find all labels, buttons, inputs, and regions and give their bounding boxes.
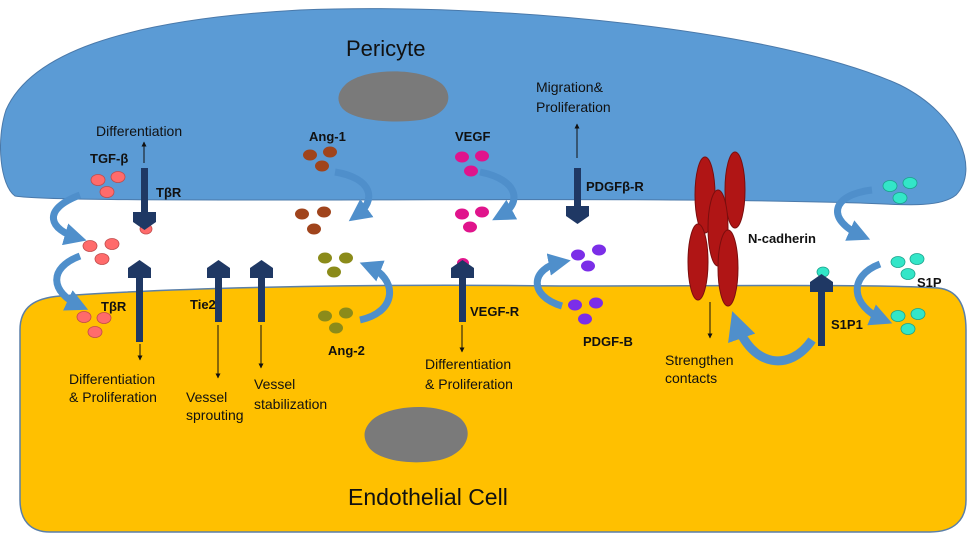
- s1p1-ncadherin-arrow: [728, 311, 816, 366]
- outcome-diff-prolif-mid-1: Differentiation: [425, 356, 512, 372]
- outcome-migration-2: Proliferation: [536, 99, 611, 115]
- pdgf-b-molecules: [568, 210, 606, 325]
- signal-arrows: [137, 123, 713, 379]
- label-ang1: Ang-1: [309, 129, 346, 144]
- outcome-sprouting-1: Vessel: [186, 389, 228, 405]
- tgf-arrow-in: [53, 252, 89, 311]
- receptors: [128, 168, 833, 346]
- pericyte-title: Pericyte: [346, 36, 426, 61]
- label-vegf-r: VEGF-R: [470, 304, 520, 319]
- outcome-differentiation: Differentiation: [96, 123, 183, 139]
- pdgf-arrow: [533, 253, 571, 310]
- label-pdgf-b: PDGF-B: [583, 334, 633, 349]
- outcome-sprouting-2: sprouting: [186, 407, 244, 423]
- label-s1p1: S1P1: [831, 317, 863, 332]
- label-vegf: VEGF: [455, 129, 491, 144]
- s1p-molecules: [816, 177, 926, 335]
- outcome-stabilization-1: Vessel: [254, 376, 296, 392]
- outcome-strengthen-1: Strengthen: [665, 352, 734, 368]
- endothelial-nucleus: [364, 406, 468, 463]
- outcome-diff-prolif-left-1: Differentiation: [69, 371, 156, 387]
- label-pdgfbr: PDGFβ-R: [586, 179, 644, 194]
- outcome-strengthen-2: contacts: [665, 370, 718, 386]
- endothelial-cell: [19, 284, 967, 533]
- outcome-migration-1: Migration&: [536, 79, 603, 95]
- s1p-arrow-in: [853, 260, 893, 326]
- pericyte-cell: [0, 8, 967, 206]
- vegf-arrow: [479, 168, 518, 221]
- ang1-arrow: [334, 168, 374, 222]
- label-n-cadherin: N-cadherin: [748, 231, 816, 246]
- label-ang2: Ang-2: [328, 343, 365, 358]
- ang2-molecules: [318, 252, 353, 334]
- label-tgf-beta: TGF-β: [90, 151, 129, 166]
- pericyte-nucleus: [338, 71, 449, 122]
- tgf-arrow-down: [50, 191, 87, 246]
- n-cadherin: [687, 151, 746, 307]
- label-tie2: Tie2: [190, 297, 216, 312]
- outcome-diff-prolif-mid-2: & Proliferation: [425, 376, 513, 392]
- endothelial-title: Endothelial Cell: [348, 484, 508, 510]
- s1p-arrow-down: [834, 186, 873, 241]
- label-s1p: S1P: [917, 275, 942, 290]
- label-tbr-bottom: TβR: [101, 299, 127, 314]
- outcome-diff-prolif-left-2: & Proliferation: [69, 389, 157, 405]
- outcome-stabilization-2: stabilization: [254, 396, 328, 412]
- label-tbr-top: TβR: [156, 185, 182, 200]
- ang1-molecules: [256, 146, 337, 272]
- ang2-arrow: [359, 260, 394, 324]
